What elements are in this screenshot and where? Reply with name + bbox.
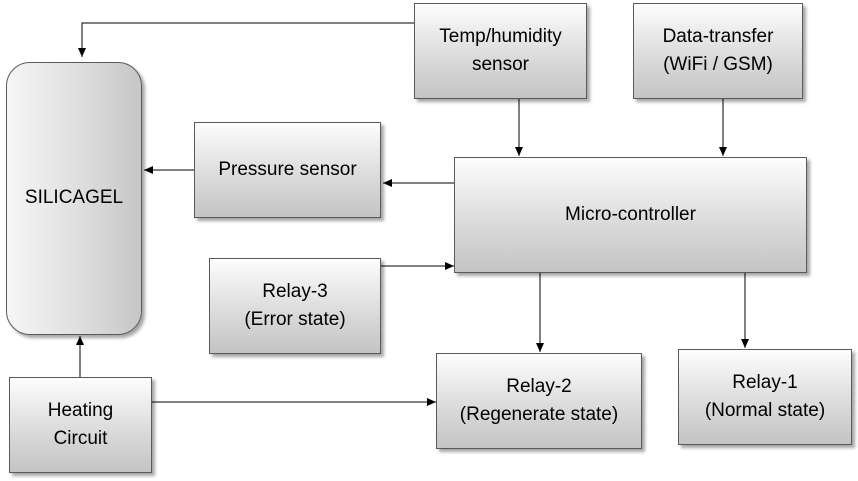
data-transfer-label-line2: (WiFi / GSM) — [663, 54, 773, 75]
temp-sensor-label-line2: sensor — [471, 54, 530, 75]
heating-circuit-block: Heating Circuit — [9, 377, 152, 473]
silicagel-label: SILICAGEL — [24, 187, 124, 208]
silicagel-block: SILICAGEL — [6, 62, 142, 335]
relay-2-label-line2: (Regenerate state) — [459, 404, 619, 425]
relay-1-label-line2: (Normal state) — [704, 400, 826, 421]
data-transfer-label-line1: Data-transfer — [662, 26, 774, 47]
pressure-sensor-label: Pressure sensor — [218, 159, 357, 180]
relay-3-label-line2: (Error state) — [244, 309, 346, 330]
arrow-temp-to-silicagel — [78, 22, 414, 57]
relay-3-block: Relay-3 (Error state) — [209, 258, 381, 354]
relay-1-block: Relay-1 (Normal state) — [678, 349, 852, 445]
temp-sensor-label-line1: Temp/humidity — [439, 26, 562, 47]
heating-circuit-label-line1: Heating — [47, 400, 114, 421]
microcontroller-block: Micro-controller — [454, 157, 807, 273]
relay-3-label-line1: Relay-3 — [262, 281, 328, 302]
microcontroller-label: Micro-controller — [565, 204, 696, 225]
relay-2-block: Relay-2 (Regenerate state) — [436, 353, 642, 449]
heating-circuit-label-line2: Circuit — [53, 428, 108, 449]
relay-2-label-line1: Relay-2 — [506, 376, 572, 397]
pressure-sensor-block: Pressure sensor — [194, 122, 381, 218]
data-transfer-block: Data-transfer (WiFi / GSM) — [633, 3, 803, 99]
temp-humidity-sensor-block: Temp/humidity sensor — [414, 3, 587, 99]
relay-1-label-line1: Relay-1 — [732, 372, 798, 393]
